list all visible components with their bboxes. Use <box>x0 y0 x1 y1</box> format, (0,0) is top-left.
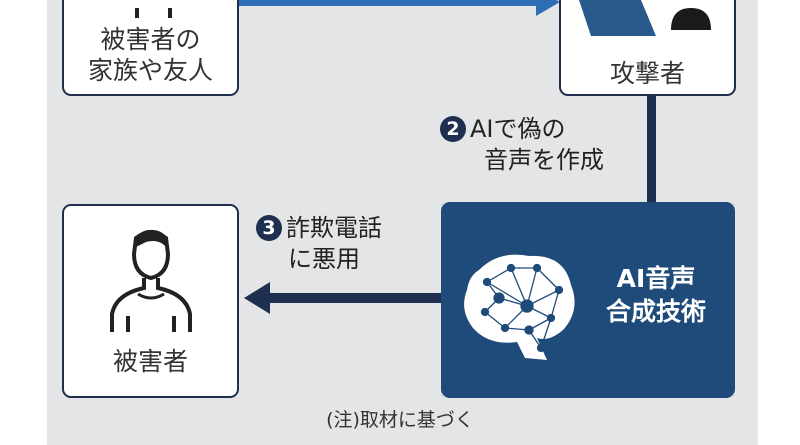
ai-voice-synthesis-box: AI音声 合成技術 <box>441 202 735 398</box>
person-icon <box>135 8 172 18</box>
step-3-line1: 詐欺電話 <box>286 214 382 242</box>
footnote: (注)取材に基づく <box>326 409 474 431</box>
person-icon <box>110 229 192 332</box>
attacker-box: 攻撃者 <box>559 0 736 96</box>
attacker-laptop-icon <box>579 0 711 36</box>
ai-voice-label: AI音声 合成技術 <box>591 262 721 328</box>
step-3-line2: に悪用 <box>288 245 360 273</box>
family-label-1: 被害者の <box>100 25 201 54</box>
arrow-head-blue <box>536 0 560 16</box>
arrow-family-to-attacker <box>238 0 538 6</box>
arrow-head-navy <box>244 282 270 314</box>
attacker-label: 攻撃者 <box>609 59 685 88</box>
step-3-number: 3 <box>256 215 282 241</box>
family-box: 被害者の 家族や友人 <box>62 0 239 96</box>
ai-label-line1: AI音声 <box>616 264 696 293</box>
victim-label: 被害者 <box>112 347 188 376</box>
family-label-2: 家族や友人 <box>87 56 213 85</box>
line-attacker-to-ai <box>647 95 656 205</box>
step-2-line1: AIで偽の <box>470 115 566 143</box>
arrow-ai-to-victim <box>268 293 443 303</box>
step-2-number: 2 <box>440 116 466 142</box>
ai-label-line2: 合成技術 <box>605 297 706 326</box>
step-2-line2: 音声を作成 <box>484 146 604 174</box>
brain-network-icon <box>464 254 575 360</box>
victim-box: 被害者 <box>62 204 239 398</box>
